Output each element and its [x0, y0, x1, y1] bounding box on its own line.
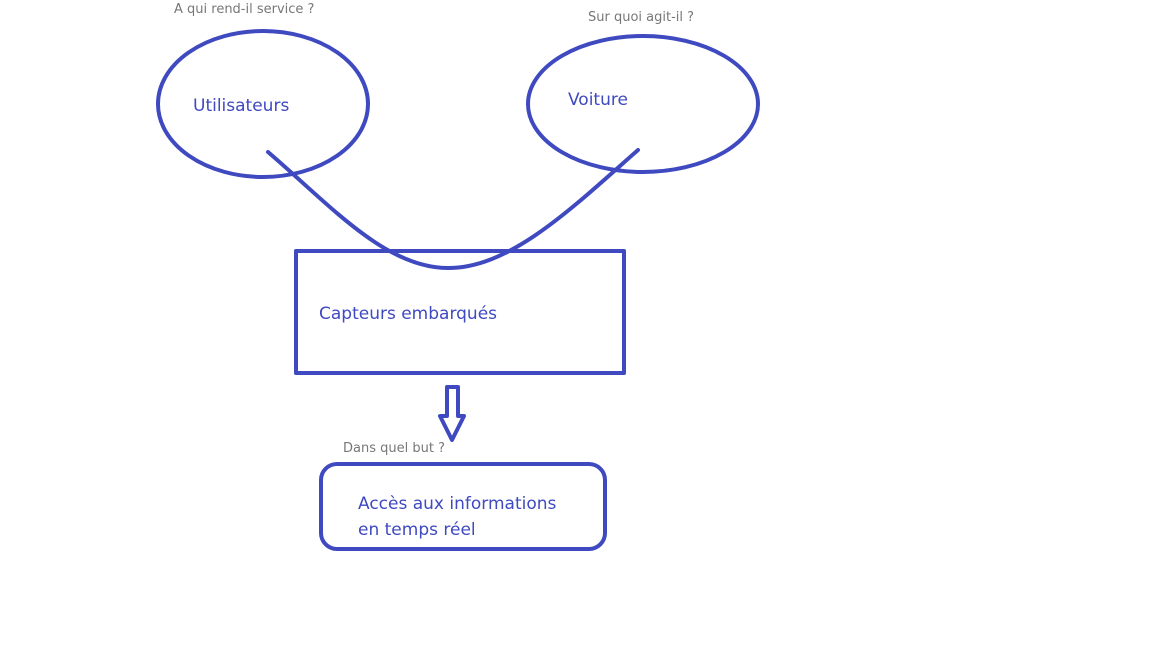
down-arrow-icon: [438, 385, 466, 442]
connector-curve: [266, 148, 640, 270]
users-label: Utilisateurs: [193, 96, 290, 116]
question-acts-on: Sur quoi agit-il ?: [588, 10, 695, 25]
sensors-label: Capteurs embarqués: [319, 304, 498, 324]
info-access-label-line2: en temps réel: [358, 520, 476, 540]
car-label: Voiture: [568, 90, 628, 110]
info-access-box: [319, 462, 607, 551]
info-access-label-line1: Accès aux informations: [358, 494, 557, 514]
car-ellipse: [526, 34, 760, 174]
users-ellipse: [156, 29, 370, 179]
question-serves-whom: A qui rend-il service ?: [174, 2, 315, 17]
question-purpose: Dans quel but ?: [343, 441, 445, 456]
sensors-box: [294, 249, 626, 375]
